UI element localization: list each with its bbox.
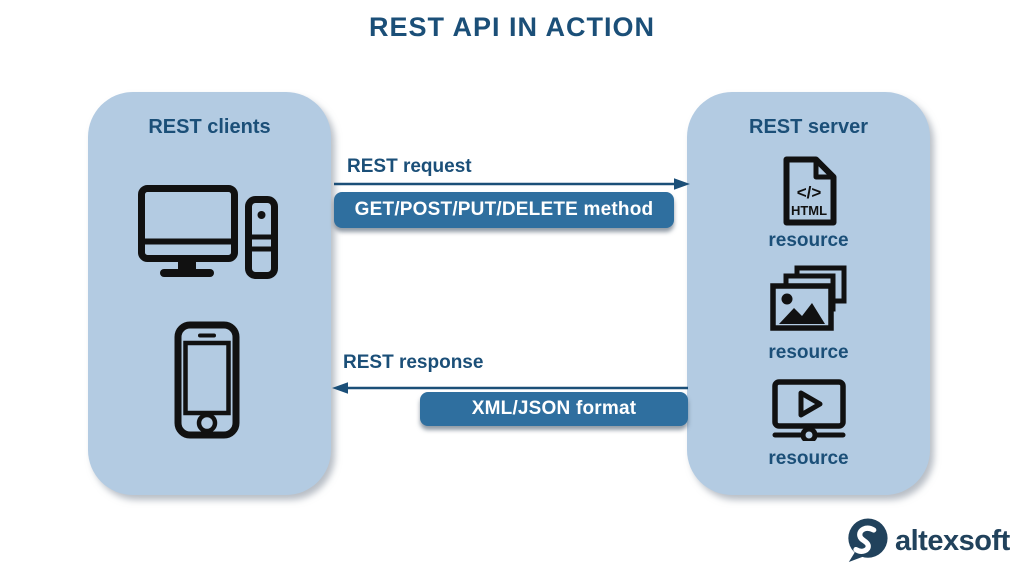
resource-item-images bbox=[687, 265, 930, 331]
response-format-badge: XML/JSON format bbox=[420, 392, 688, 426]
resource-label: resource bbox=[768, 448, 849, 469]
request-arrow-right bbox=[334, 178, 690, 190]
rest-request-label: REST request bbox=[347, 156, 472, 177]
rest-server-heading: REST server bbox=[749, 116, 868, 138]
rest-response-label: REST response bbox=[343, 352, 484, 373]
rest-server-panel: REST server </> HTML resource resource bbox=[687, 92, 930, 495]
response-arrow-left bbox=[332, 382, 688, 394]
resource-item-html: </> HTML bbox=[687, 156, 930, 226]
resource-label: resource bbox=[768, 342, 849, 363]
html-file-icon: </> HTML bbox=[783, 156, 836, 226]
desktop-computer-icon bbox=[138, 185, 278, 279]
rest-clients-heading: REST clients bbox=[148, 116, 271, 138]
smartphone-icon bbox=[174, 321, 240, 439]
video-player-icon bbox=[771, 379, 846, 441]
altexsoft-logo: altexsoft bbox=[845, 518, 1010, 564]
resource-item-video bbox=[687, 379, 930, 441]
image-stack-icon bbox=[769, 265, 846, 331]
altexsoft-logo-icon bbox=[848, 518, 888, 563]
page-title: REST API IN ACTION bbox=[368, 12, 655, 42]
resource-label: resource bbox=[768, 230, 849, 251]
html-file-label-glyph: HTML bbox=[790, 203, 826, 218]
altexsoft-logo-text: altexsoft bbox=[895, 525, 1010, 557]
rest-clients-panel: REST clients bbox=[88, 92, 331, 495]
request-method-badge: GET/POST/PUT/DELETE method bbox=[334, 192, 674, 228]
html-file-code-glyph: </> bbox=[796, 183, 821, 202]
